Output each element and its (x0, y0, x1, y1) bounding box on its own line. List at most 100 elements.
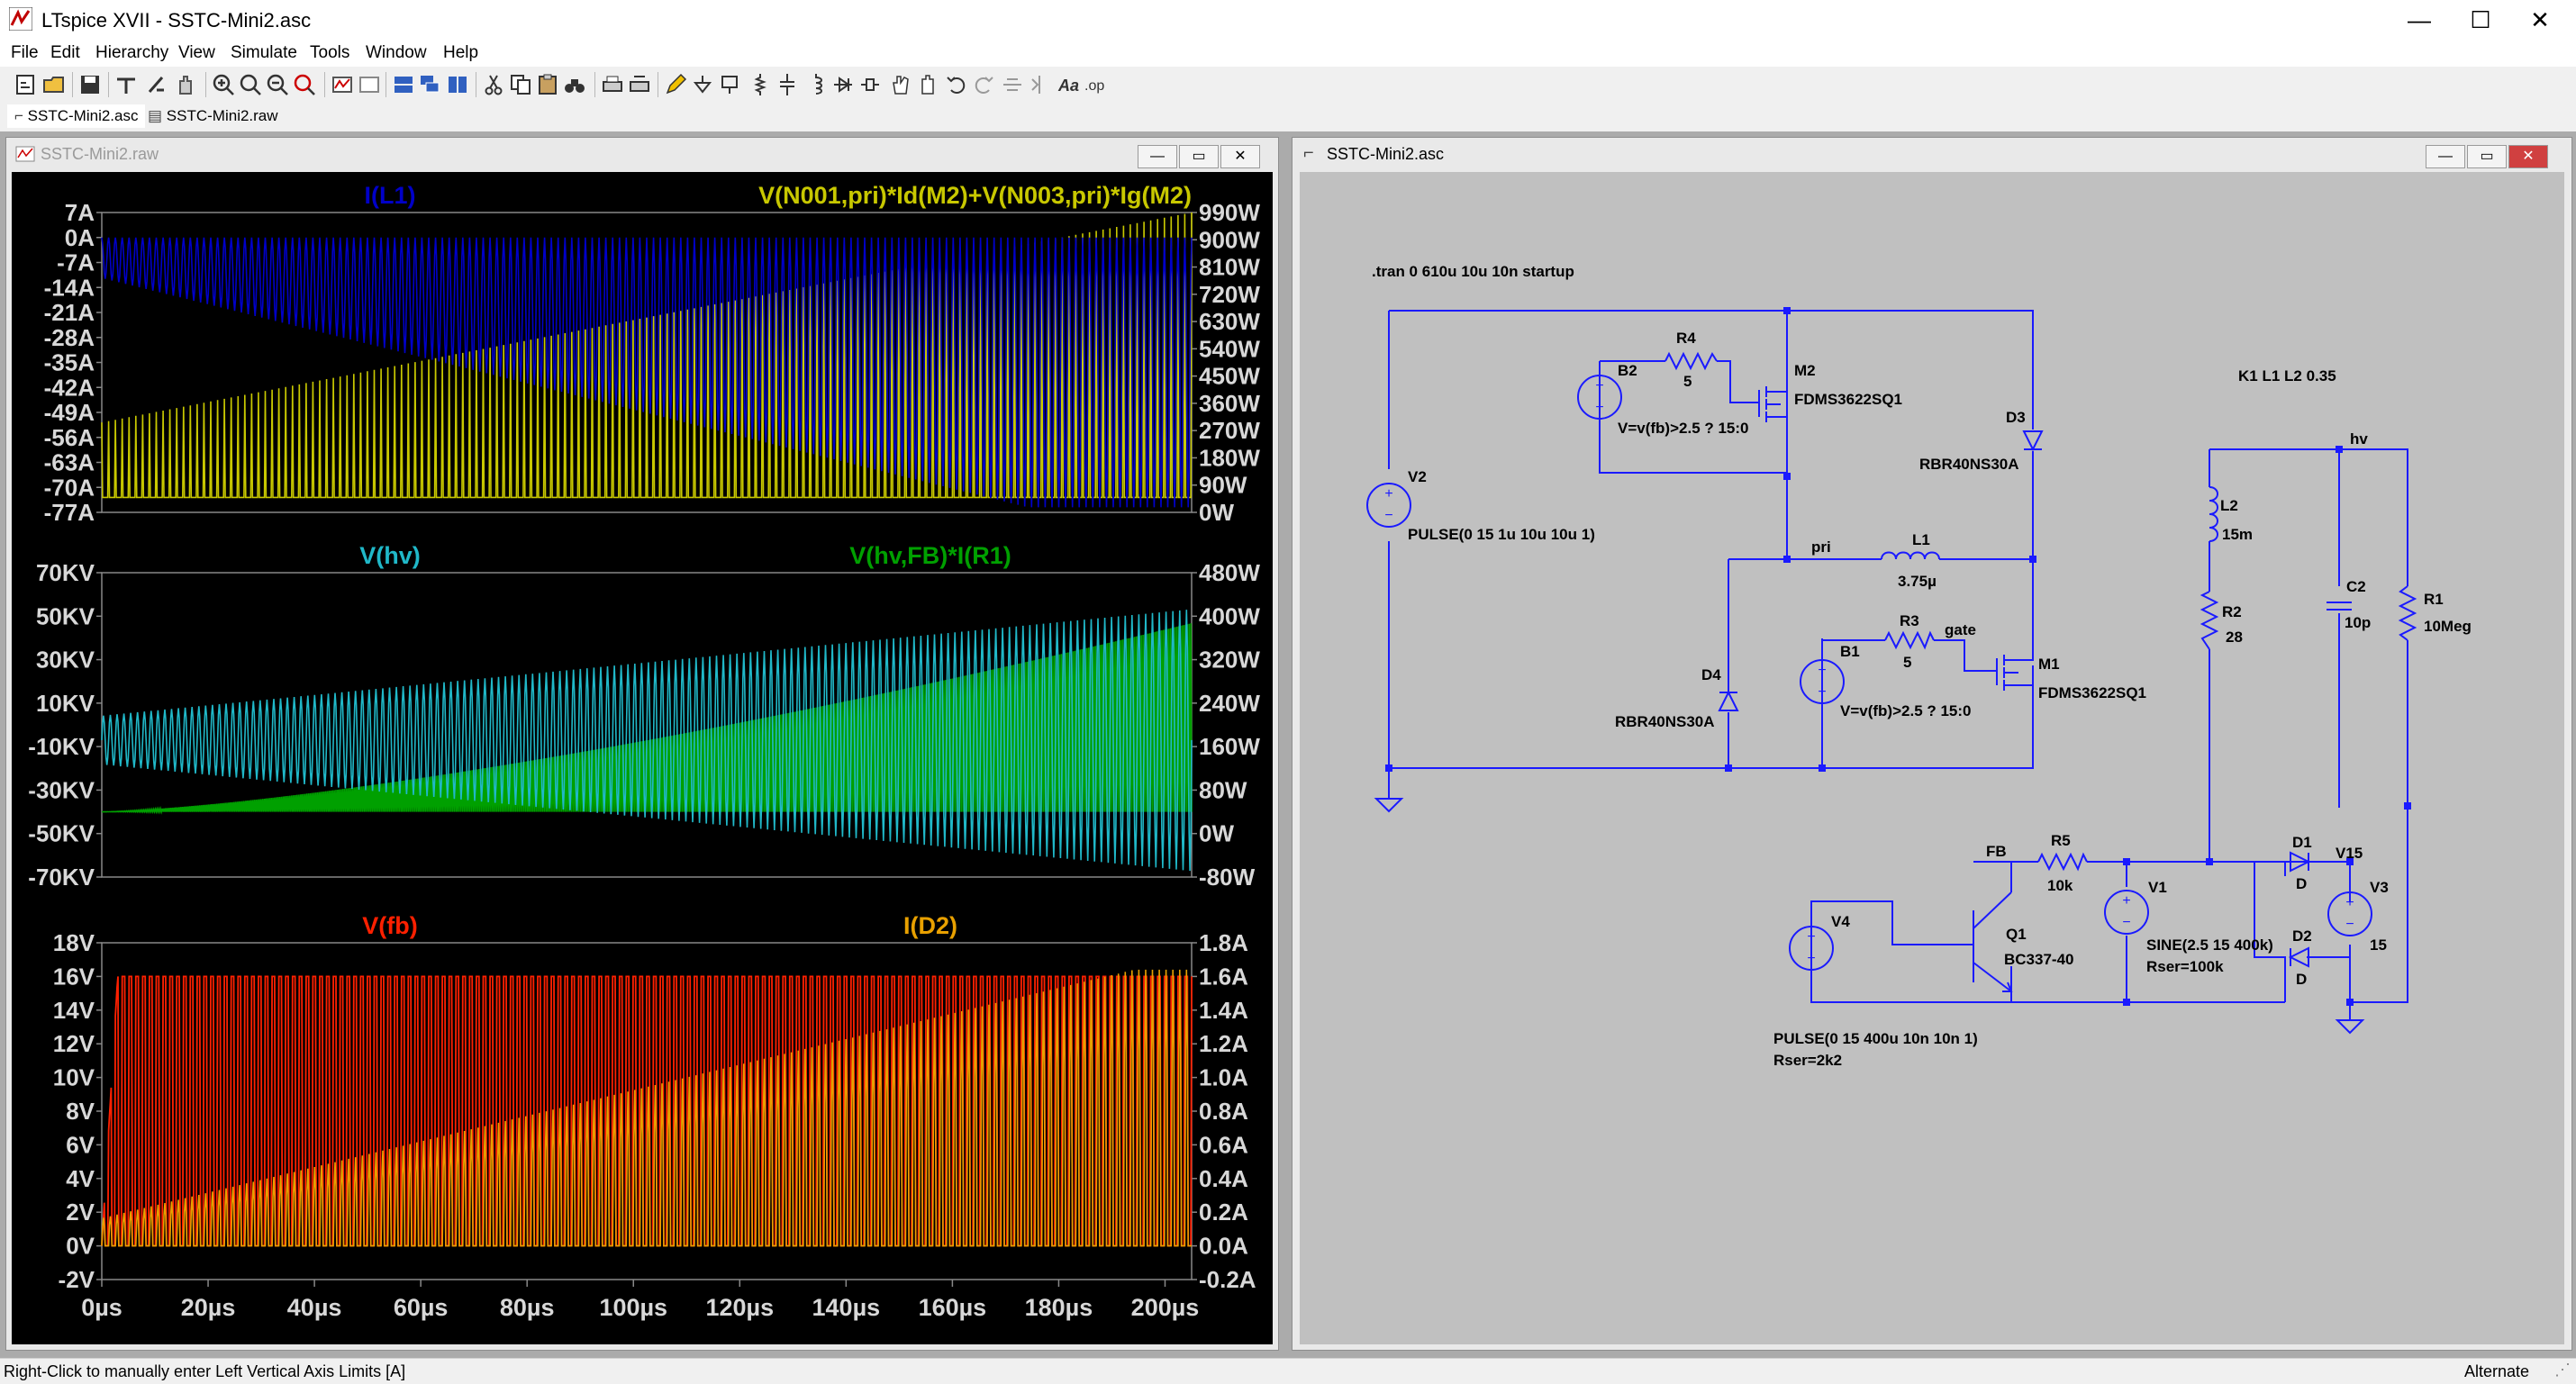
menu-simulate[interactable]: Simulate (231, 43, 297, 62)
l1-name: L1 (1912, 531, 1930, 548)
schematic-minimize-button[interactable]: — (2426, 145, 2465, 168)
y-left-tick-label: 0A (65, 224, 95, 251)
resistor-icon[interactable] (748, 72, 773, 97)
new-schematic-icon[interactable] (13, 72, 38, 97)
r2-value[interactable]: 28 (2226, 629, 2243, 646)
status-bar: Right-Click to manually enter Left Verti… (0, 1358, 2576, 1384)
spice-directive-icon[interactable]: .op (1083, 72, 1108, 97)
resize-grip-icon[interactable]: ⋰ (2554, 1361, 2571, 1379)
capacitor-icon[interactable] (775, 72, 800, 97)
schematic-close-button[interactable]: ✕ (2508, 145, 2548, 168)
menu-view[interactable]: View (178, 43, 215, 62)
minimize-button[interactable]: — (2408, 6, 2431, 33)
text-icon[interactable]: Aa (1056, 72, 1081, 97)
d1-value[interactable]: D (2296, 875, 2307, 892)
schematic-canvas[interactable]: +− +− +− +− +− +− (1300, 172, 2564, 1344)
r3-value[interactable]: 5 (1903, 654, 1911, 671)
pan-icon[interactable] (238, 72, 263, 97)
zoom-in-icon[interactable] (211, 72, 236, 97)
m2-value[interactable]: FDMS3622SQ1 (1794, 391, 1902, 408)
v4-rser[interactable]: Rser=2k2 (1773, 1052, 1842, 1069)
r5-name: R5 (2051, 832, 2071, 849)
y-right-tick-label: -80W (1199, 864, 1256, 891)
legend-1-b: V(hv,FB)*I(R1) (849, 542, 1011, 569)
b2-value[interactable]: V=v(fb)>2.5 ? 15:0 (1618, 420, 1749, 437)
r5-value[interactable]: 10k (2047, 877, 2073, 894)
y-right-tick-label: 320W (1199, 647, 1260, 674)
l2-value[interactable]: 15m (2222, 526, 2253, 543)
v4-value[interactable]: PULSE(0 15 400u 10n 10n 1) (1773, 1030, 1978, 1047)
draw-wire-pencil-icon[interactable] (663, 72, 688, 97)
zoom-full-icon[interactable] (292, 72, 317, 97)
tran-directive[interactable]: .tran 0 610u 10u 10n startup (1372, 263, 1574, 280)
v3-value[interactable]: 15 (2370, 936, 2387, 954)
autorange-icon[interactable] (330, 72, 355, 97)
cut-icon[interactable] (481, 72, 506, 97)
drag-icon[interactable] (915, 72, 940, 97)
control-panel-icon[interactable] (113, 72, 139, 97)
paste-icon[interactable] (535, 72, 560, 97)
diode-icon[interactable] (830, 72, 856, 97)
tab-waveform[interactable]: ▤ SSTC-Mini2.raw (141, 104, 286, 128)
close-button[interactable]: ✕ (2530, 6, 2550, 33)
waveform-minimize-button[interactable]: — (1138, 145, 1177, 168)
schematic-maximize-button[interactable]: ▭ (2467, 145, 2507, 168)
maximize-button[interactable]: ☐ (2470, 6, 2491, 33)
coupling-directive[interactable]: K1 L1 L2 0.35 (2238, 367, 2336, 384)
menu-hierarchy[interactable]: Hierarchy (95, 43, 169, 62)
inductor-icon[interactable] (803, 72, 829, 97)
mirror-icon[interactable] (1027, 72, 1052, 97)
m1-value[interactable]: FDMS3622SQ1 (2038, 684, 2146, 701)
find-binoculars-icon[interactable] (562, 72, 587, 97)
move-hand-icon[interactable] (888, 72, 913, 97)
waveform-close-button[interactable]: ✕ (1220, 145, 1260, 168)
zoom-out-icon[interactable] (265, 72, 290, 97)
label-net-icon[interactable] (717, 72, 742, 97)
run-icon[interactable] (144, 72, 169, 97)
ground-icon[interactable] (690, 72, 715, 97)
menu-help[interactable]: Help (443, 43, 479, 62)
document-tabs: ⌐ SSTC-Mini2.asc ▤ SSTC-Mini2.raw (0, 103, 2576, 130)
menu-file[interactable]: File (11, 43, 39, 62)
menu-tools[interactable]: Tools (310, 43, 350, 62)
v2-value[interactable]: PULSE(0 15 1u 10u 10u 1) (1408, 526, 1595, 543)
y-left-tick-label: 14V (53, 997, 95, 1024)
tile-horizontal-icon[interactable] (391, 72, 416, 97)
undo-icon[interactable] (944, 72, 969, 97)
svg-text:+: + (1818, 663, 1826, 678)
cascade-icon[interactable] (418, 72, 443, 97)
add-plot-pane-icon[interactable] (357, 72, 382, 97)
r4-value[interactable]: 5 (1683, 373, 1692, 390)
y-left-tick-label: -63A (44, 449, 95, 476)
open-folder-icon[interactable] (41, 72, 67, 97)
redo-icon[interactable] (971, 72, 996, 97)
d3-value[interactable]: RBR40NS30A (1919, 456, 2019, 473)
tab-schematic[interactable]: ⌐ SSTC-Mini2.asc (7, 104, 146, 128)
waveform-plot-area[interactable]: 7A0A-7A-14A-21A-28A-35A-42A-49A-56A-63A-… (12, 172, 1273, 1344)
component-icon[interactable] (857, 72, 883, 97)
y-left-tick-label: -49A (44, 399, 95, 426)
d2-value[interactable]: D (2296, 971, 2307, 988)
y-left-tick-label: 18V (53, 929, 95, 956)
tile-vertical-icon[interactable] (445, 72, 470, 97)
save-icon[interactable] (77, 72, 103, 97)
y-left-tick-label: -70A (44, 474, 95, 501)
svg-text:.op: .op (1084, 78, 1104, 94)
halt-hand-icon[interactable] (173, 72, 198, 97)
q1-value[interactable]: BC337-40 (2004, 951, 2074, 968)
menu-window[interactable]: Window (366, 43, 427, 62)
menu-edit[interactable]: Edit (50, 43, 80, 62)
r1-value[interactable]: 10Meg (2424, 618, 2472, 635)
d4-value[interactable]: RBR40NS30A (1615, 713, 1715, 730)
copy-icon[interactable] (508, 72, 533, 97)
l1-value[interactable]: 3.75µ (1898, 573, 1937, 590)
v1-rser[interactable]: Rser=100k (2146, 958, 2224, 975)
y-right-tick-label: 400W (1199, 602, 1260, 629)
waveform-maximize-button[interactable]: ▭ (1179, 145, 1219, 168)
print-preview-icon[interactable] (627, 72, 652, 97)
v1-value[interactable]: SINE(2.5 15 400k) (2146, 936, 2273, 954)
print-icon[interactable] (600, 72, 625, 97)
b1-value[interactable]: V=v(fb)>2.5 ? 15:0 (1840, 702, 1972, 719)
c2-value[interactable]: 10p (2345, 614, 2371, 631)
rotate-icon[interactable] (1000, 72, 1025, 97)
